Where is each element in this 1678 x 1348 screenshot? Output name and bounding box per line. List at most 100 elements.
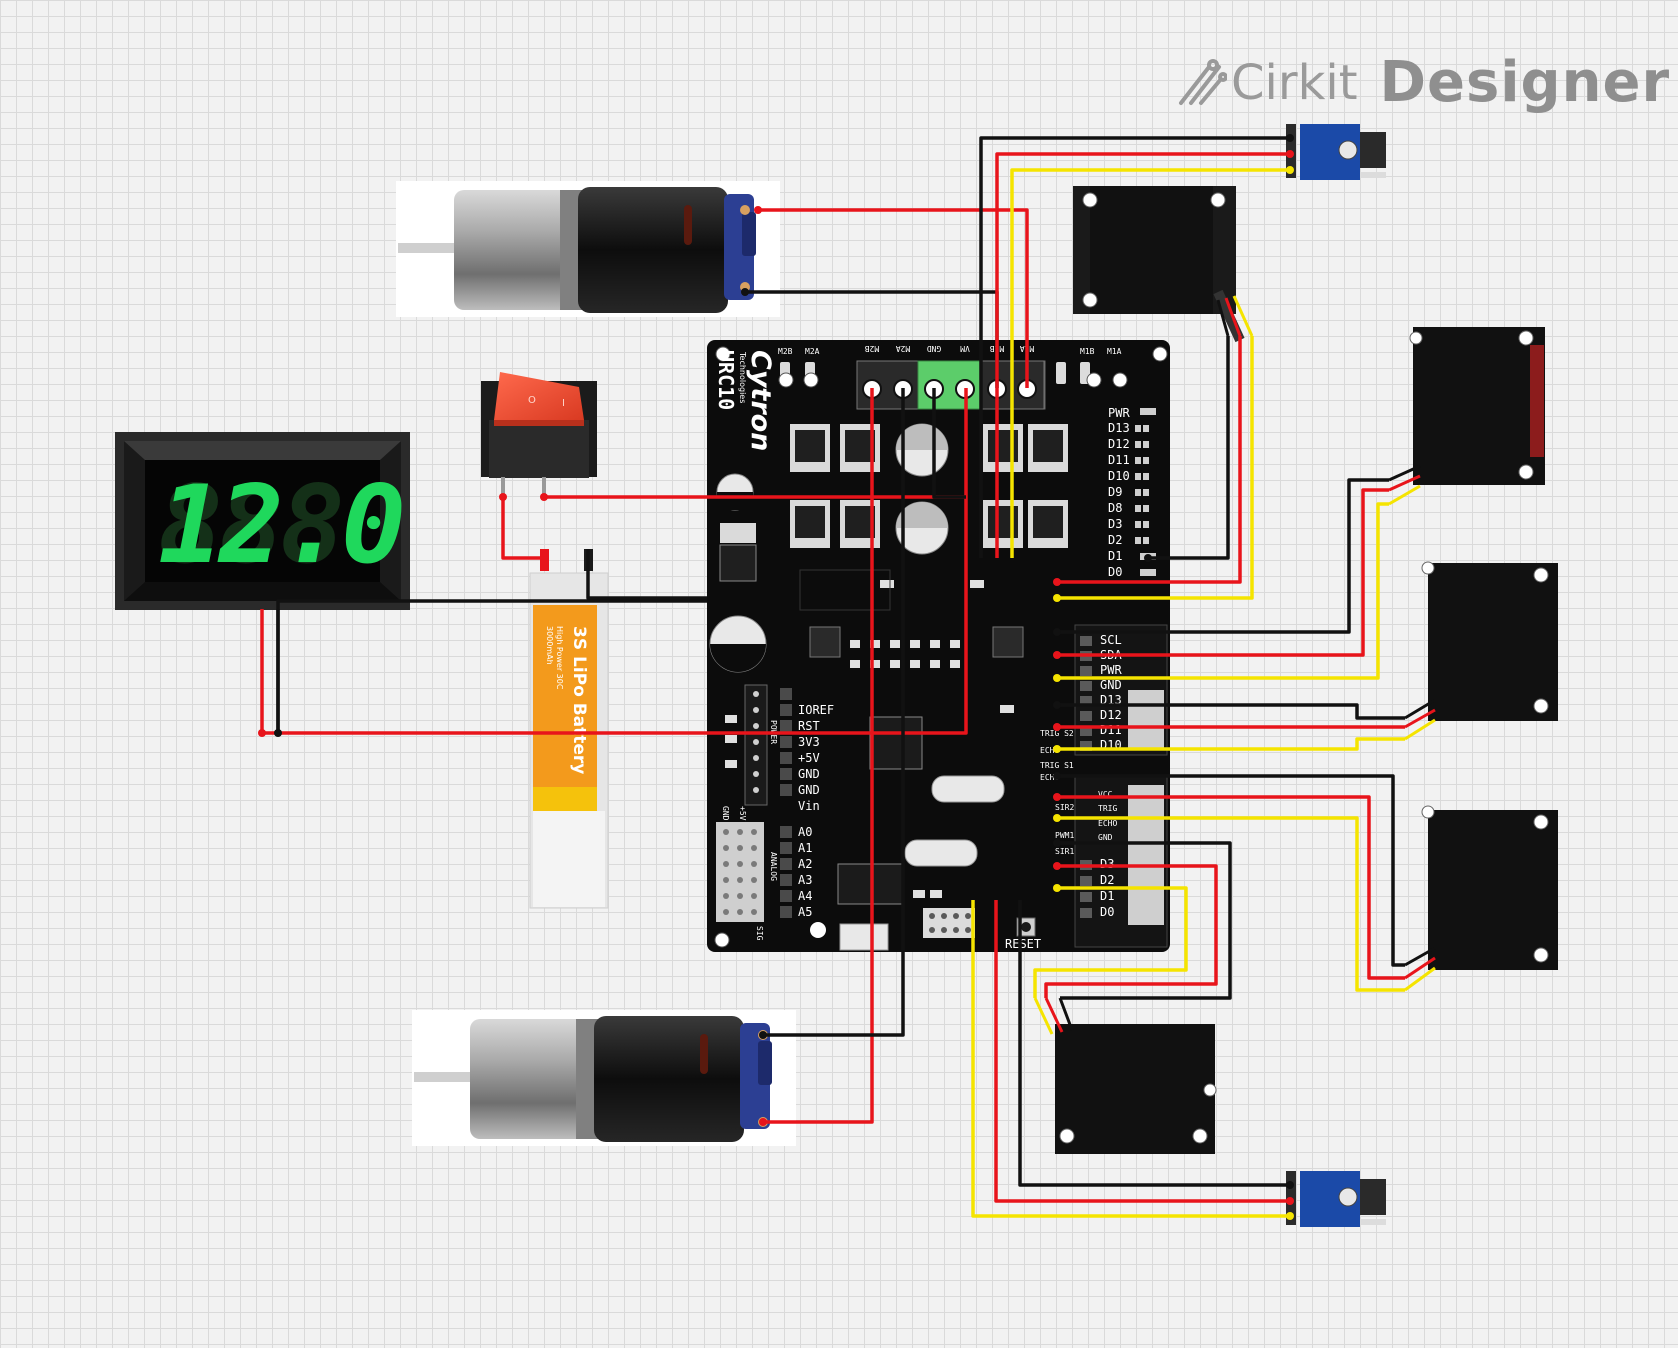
pin-label: D1 [1108, 549, 1122, 563]
servo-4[interactable] [1421, 805, 1558, 970]
wire-red [994, 900, 1290, 1203]
voltmeter-ghost-digits: 888 [158, 463, 341, 588]
board-brand-sub: Technologies [738, 351, 747, 403]
servo-1[interactable] [1073, 186, 1245, 343]
pin-label: D10 [1108, 469, 1130, 483]
pin-label: A3 [798, 873, 812, 887]
ir-sensor-top[interactable] [1286, 124, 1386, 180]
wire-black [1018, 900, 1290, 1187]
wire-red [1057, 795, 1405, 980]
top-label-m1b: M1B [1080, 347, 1095, 356]
wire-black [1057, 478, 1389, 634]
wire-endpoints [258, 134, 1294, 1220]
switch-on-mark: I [562, 398, 565, 409]
pin-label: D13 [1108, 421, 1130, 435]
wire-black [932, 388, 966, 499]
wire-red [1044, 864, 1218, 998]
wire-red [1057, 336, 1242, 584]
board-model: URC10 [714, 350, 738, 410]
pin-label: D3 [1100, 857, 1114, 871]
wire-black [1057, 703, 1405, 720]
wire-red [995, 152, 1290, 558]
side-label: GND [721, 806, 730, 821]
wire-black [1057, 841, 1232, 1000]
terminal-label: VM [960, 344, 970, 353]
analog-header-label: ANALOG [769, 852, 778, 881]
pin-label: D2 [1100, 873, 1114, 887]
wires [260, 136, 1405, 1218]
ir-sensor-bottom[interactable] [1286, 1171, 1386, 1227]
pin-label: A5 [798, 905, 812, 919]
wire-red [763, 388, 874, 1124]
wire-red [262, 388, 968, 735]
wire-yellow [1033, 886, 1188, 998]
voltmeter-display[interactable]: 888 12.0 [115, 432, 410, 610]
side-label: SIG [755, 926, 764, 941]
battery-subtitle: High Power 30C [555, 626, 564, 690]
wire-black [763, 388, 905, 1037]
pin-label: A4 [798, 889, 812, 903]
side-label: +5V [738, 806, 747, 821]
pin-label: RST [798, 719, 820, 733]
sonar-label: SIR2 [1055, 803, 1074, 812]
voltmeter-reading: 12.0 [158, 463, 402, 588]
app-logo: Cirkit Designer [1175, 50, 1670, 115]
pin-label: A2 [798, 857, 812, 871]
reset-label: RESET [1005, 937, 1041, 951]
pin-label: SCL [1100, 633, 1122, 647]
sonar-label: ECHO [1040, 746, 1059, 755]
wire-yellow [1057, 336, 1254, 600]
pin-label: PWR [1108, 406, 1130, 420]
pin-label: D2 [1108, 533, 1122, 547]
brand-name: Cirkit [1231, 54, 1358, 111]
terminal-label: M2B [865, 344, 880, 353]
wire-red [758, 208, 1029, 388]
battery-title: 3S LiPo Battery [569, 626, 589, 774]
servo-5[interactable] [1055, 1024, 1217, 1154]
pin-label: D8 [1108, 501, 1122, 515]
servo-2[interactable] [1409, 327, 1545, 485]
rocker-switch[interactable]: O I [481, 372, 597, 499]
wire-red [501, 497, 545, 560]
dc-motor-bottom[interactable] [412, 1010, 796, 1146]
product-name: Designer [1379, 50, 1671, 115]
top-label-m1a: M1A [1107, 347, 1122, 356]
pin-label: IOREF [798, 703, 834, 717]
terminal-label: GND [927, 344, 942, 353]
sonar-trig-label: TRIG [1098, 804, 1117, 813]
pin-label: D11 [1108, 453, 1130, 467]
pin-label: 3V3 [798, 735, 820, 749]
lipo-battery[interactable]: 3S LiPo Battery High Power 30C 3000mAh [529, 549, 609, 909]
pin-label: D9 [1108, 485, 1122, 499]
servo-3[interactable] [1421, 561, 1558, 721]
pin-label: D12 [1100, 708, 1122, 722]
wire-black [979, 136, 1290, 558]
cytron-urc10-board[interactable]: M2B M2A GND VM M1B M1A M2B M2A M1B M1A [707, 340, 1170, 952]
digital-header-bottom: SCL SDA PWR GND D13 D12 D11 D10 D3 D2 D1… [1074, 624, 1168, 948]
pin-label: D0 [1108, 565, 1122, 579]
wire-black [586, 549, 707, 600]
pin-label: GND [1100, 678, 1122, 692]
sonar-label: SIR1 [1055, 847, 1074, 856]
wire-black [1148, 336, 1230, 560]
sonar-label: PWM1 [1055, 831, 1074, 840]
battery-capacity: 3000mAh [545, 626, 554, 665]
digital-header-top: PWR D13 D12 D11 D10 D9 D8 D3 D2 D1 D0 [1108, 406, 1156, 579]
terminal-label: M2A [896, 344, 911, 353]
switch-off-mark: O [528, 395, 536, 406]
dc-motor-top[interactable] [396, 181, 780, 317]
sonar-label: TRIG S2 [1040, 729, 1074, 738]
pin-label: D1 [1100, 889, 1114, 903]
sonar-echo-label: ECHO [1098, 819, 1117, 828]
wire-black [276, 599, 707, 733]
wire-yellow [1057, 816, 1405, 992]
wire-yellow [1010, 168, 1290, 558]
top-label-m2b: M2B [778, 347, 793, 356]
pin-label: +5V [798, 751, 820, 765]
wire-yellow [971, 900, 1290, 1218]
wire-black [1057, 774, 1405, 967]
capacitors [709, 423, 949, 673]
cirkit-logo-icon [1179, 58, 1227, 105]
